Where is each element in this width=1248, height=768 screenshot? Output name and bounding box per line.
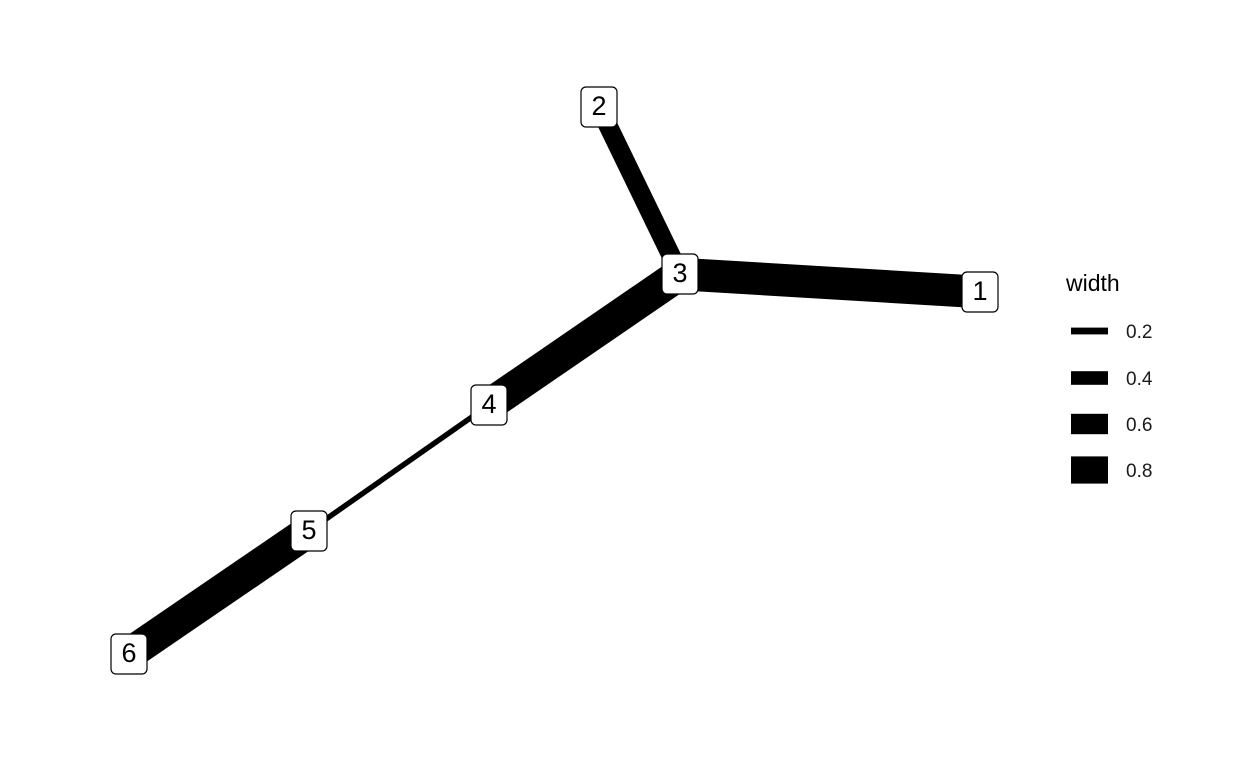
- legend: width 0.2 0.4 0.6 0.8: [1065, 270, 1153, 484]
- edge-3-1: [679, 257, 981, 309]
- node-5: 5: [290, 510, 328, 552]
- edge-5-6: [119, 517, 319, 668]
- node-label: 1: [972, 276, 987, 306]
- edge-3-4: [479, 260, 690, 419]
- node-box: [580, 86, 618, 128]
- legend-items: 0.2 0.4 0.6 0.8: [1071, 322, 1153, 484]
- node-box: [470, 384, 508, 426]
- edge-2-3: [590, 102, 689, 279]
- node-label: 3: [672, 258, 687, 288]
- legend-key: [1071, 456, 1108, 484]
- legend-key: [1071, 413, 1108, 435]
- edge-4-5: [307, 402, 491, 534]
- node-box: [110, 633, 148, 675]
- node-box: [661, 253, 699, 295]
- legend-title: width: [1065, 270, 1120, 296]
- node-3: 3: [661, 253, 699, 295]
- node-label: 5: [301, 515, 316, 545]
- node-4: 4: [470, 384, 508, 426]
- legend-label: 0.8: [1126, 461, 1152, 482]
- node-box: [961, 271, 999, 313]
- node-label: 6: [121, 638, 136, 668]
- node-label: 4: [481, 389, 496, 419]
- node-box: [290, 510, 328, 552]
- edges-layer: [119, 102, 981, 668]
- legend-key: [1071, 371, 1108, 385]
- node-label: 2: [591, 91, 606, 121]
- legend-label: 0.4: [1126, 369, 1153, 390]
- legend-label: 0.2: [1126, 322, 1152, 343]
- node-2: 2: [580, 86, 618, 128]
- nodes-layer: 1 2 3 4 5 6: [110, 86, 999, 675]
- node-6: 6: [110, 633, 148, 675]
- node-1: 1: [961, 271, 999, 313]
- legend-key: [1071, 327, 1108, 335]
- legend-label: 0.6: [1126, 415, 1152, 436]
